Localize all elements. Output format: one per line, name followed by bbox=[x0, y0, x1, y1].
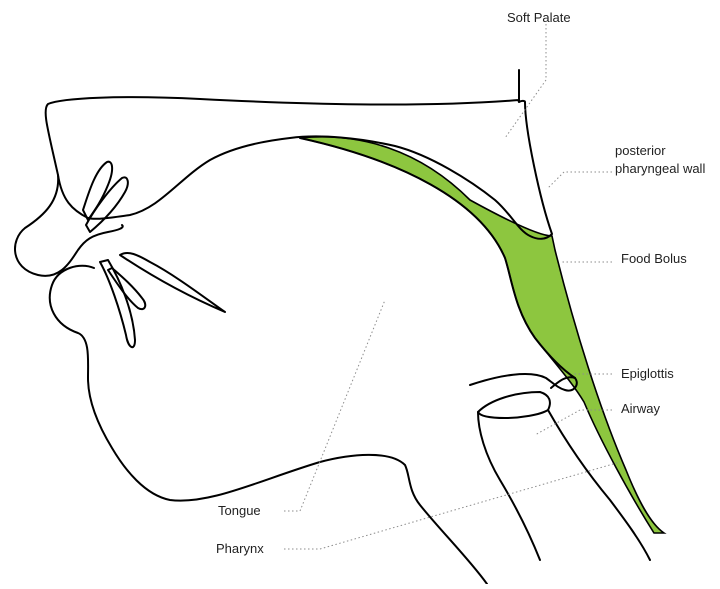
label-tongue: Tongue bbox=[218, 503, 261, 518]
airway-left-wall bbox=[478, 412, 540, 560]
label-pharynx: Pharynx bbox=[216, 541, 264, 556]
upper-tooth-outer bbox=[83, 162, 112, 220]
label-soft-palate: Soft Palate bbox=[507, 10, 571, 25]
label-posterior-wall-line1: posterior bbox=[615, 143, 666, 158]
label-food-bolus: Food Bolus bbox=[621, 251, 687, 266]
airway-outer-outline bbox=[478, 392, 550, 418]
pharynx-leader bbox=[284, 462, 620, 549]
posterior-wall-leader bbox=[548, 172, 612, 188]
lower-lip-chin-outline bbox=[50, 266, 487, 584]
label-epiglottis: Epiglottis bbox=[621, 366, 674, 381]
tongue-leader bbox=[284, 300, 385, 511]
label-airway: Airway bbox=[621, 401, 661, 416]
label-posterior-wall-line2: pharyngeal wall bbox=[615, 161, 705, 176]
tongue-tip-outline bbox=[120, 253, 225, 312]
food-bolus-shape bbox=[300, 137, 664, 533]
